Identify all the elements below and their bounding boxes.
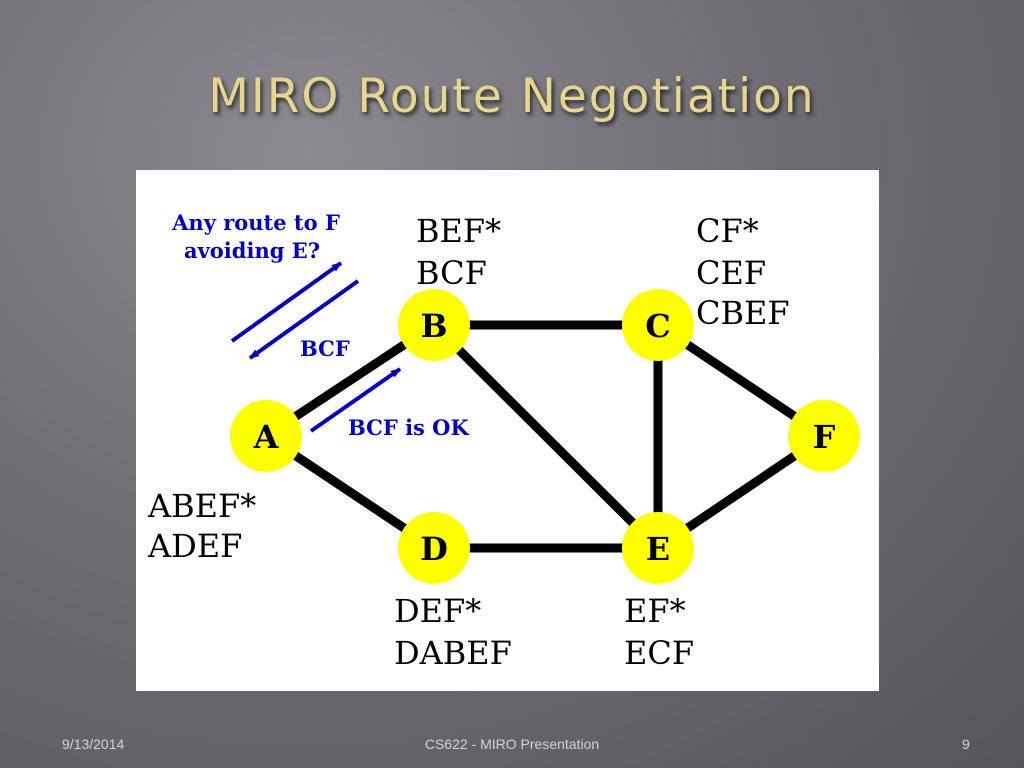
slide-title: MIRO Route Negotiation (208, 69, 816, 124)
node-a: A (230, 400, 302, 472)
footer-page-number: 9 (962, 736, 970, 752)
footer-date: 9/13/2014 (62, 736, 125, 752)
request-label-line2: avoiding E? (184, 238, 320, 263)
route-table-a-entry: ABEF* (147, 487, 256, 525)
node-c-label: C (645, 307, 670, 345)
node-c-circle (622, 289, 694, 361)
route-table-b-entry: BEF* (416, 212, 501, 250)
request-label-line1: Any route to F (171, 210, 340, 235)
node-b-circle (398, 289, 470, 361)
node-e: E (622, 512, 694, 584)
route-tables: BEF* BCF CF* CEF CBEF ABEF* ADEF DEF* DA… (147, 212, 790, 672)
nodes: A B C D E F (230, 289, 860, 584)
route-table-e-entry: EF* (624, 592, 686, 630)
route-table-a-entry: ADEF (147, 527, 242, 565)
node-e-label: E (646, 530, 670, 568)
route-table-b-entry: BCF (416, 254, 487, 292)
reply-arrow (248, 279, 360, 360)
route-table-d-entry: DABEF (394, 634, 512, 672)
edge-b-e (429, 320, 663, 553)
route-table-d-entry: DEF* (394, 592, 481, 630)
message-labels: Any route to F avoiding E? BCF BCF is OK (171, 210, 469, 440)
node-f-label: F (813, 418, 836, 456)
footer-presentation-title: CS622 - MIRO Presentation (424, 736, 600, 752)
route-table-e: EF* ECF (624, 592, 694, 672)
node-b: B (398, 289, 470, 361)
node-f-circle (788, 400, 860, 472)
route-table-c-entry: CF* (696, 212, 759, 250)
message-arrows (230, 261, 402, 433)
node-d-label: D (420, 530, 448, 568)
node-c: C (622, 289, 694, 361)
route-table-e-entry: ECF (624, 634, 694, 672)
reply-label: BCF (300, 336, 350, 361)
route-table-c-entry: CBEF (696, 294, 790, 332)
node-d: D (398, 512, 470, 584)
route-table-a: ABEF* ADEF (147, 487, 256, 565)
confirm-label: BCF is OK (348, 415, 469, 440)
node-e-circle (622, 512, 694, 584)
network-diagram-canvas: Any route to F avoiding E? BCF BCF is OK… (147, 210, 860, 672)
route-table-d: DEF* DABEF (394, 592, 512, 672)
confirm-arrow (309, 367, 402, 433)
node-a-label: A (253, 418, 280, 456)
network-diagram: Any route to F avoiding E? BCF BCF is OK… (136, 170, 879, 691)
node-a-circle (230, 400, 302, 472)
route-table-c: CF* CEF CBEF (696, 212, 790, 332)
node-d-circle (398, 512, 470, 584)
route-table-c-entry: CEF (696, 254, 766, 292)
request-arrow (230, 261, 343, 343)
route-table-b: BEF* BCF (416, 212, 501, 292)
node-f: F (788, 400, 860, 472)
node-b-label: B (420, 307, 447, 345)
